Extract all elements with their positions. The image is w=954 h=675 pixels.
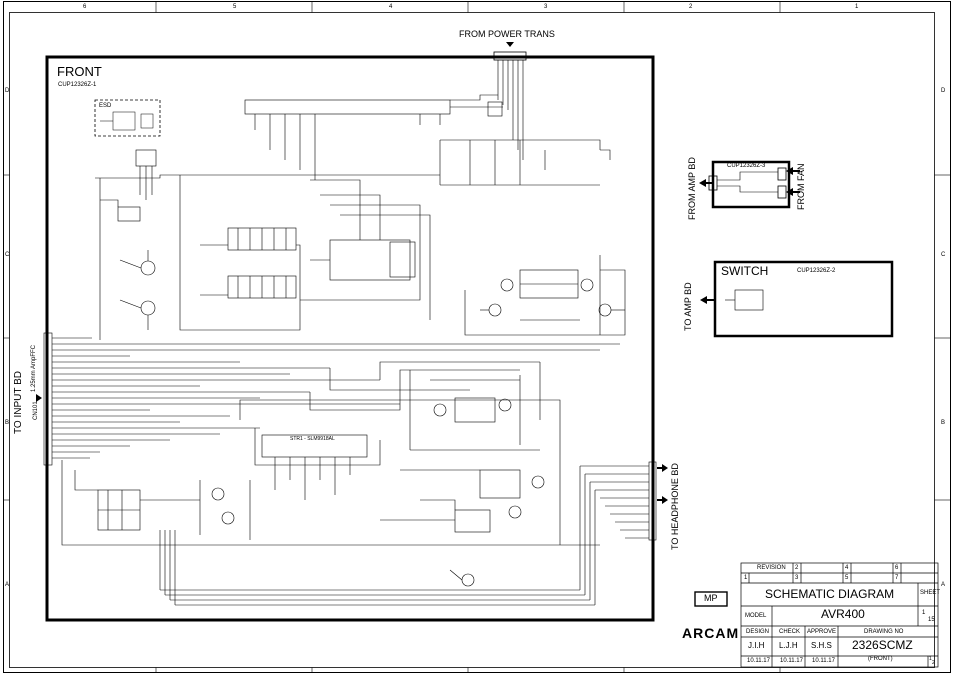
sheet-number: 1	[922, 610, 926, 616]
model-label: MODEL	[745, 613, 767, 619]
to-input-bd-label: TO INPUT BD	[13, 371, 24, 434]
approve-label: APPROVE	[807, 629, 837, 635]
revision-label: REVISION	[757, 565, 786, 571]
front-title: FRONT	[57, 64, 102, 79]
column-index-4: 4	[389, 4, 393, 10]
from-amp-bd-label: FROM AMP BD	[687, 157, 697, 220]
brand-logo: ARCAM	[682, 625, 740, 641]
mp-box	[694, 591, 728, 607]
sheet-total: 15	[928, 617, 935, 623]
drawing-number: 2326SCMZ	[852, 638, 913, 652]
page-index-a: 1	[929, 656, 932, 662]
drawing-subtitle: (FRONT)	[868, 656, 893, 662]
revision-1: 1	[744, 575, 748, 581]
from-power-trans-label: FROM POWER TRANS	[459, 29, 555, 39]
esd-box	[94, 99, 161, 137]
revision-2: 2	[795, 565, 799, 571]
row-index-a-right: A	[941, 582, 946, 588]
page-index-b: 2	[932, 660, 935, 666]
check-value: L.J.H	[779, 641, 798, 650]
revision-6: 6	[895, 565, 899, 571]
to-headphone-bd-label: TO HEADPHONE BD	[670, 463, 680, 550]
check-label: CHECK	[779, 629, 801, 635]
switch-part-number: CUP12326Z-2	[797, 268, 836, 274]
design-value: J.I.H	[748, 641, 765, 650]
column-index-1: 1	[855, 4, 859, 10]
column-index-2: 2	[689, 4, 693, 10]
drawing-no-label: DRAWING NO	[864, 629, 904, 635]
title-block-grid	[740, 562, 939, 668]
row-index-a-left: A	[5, 582, 10, 588]
to-amp-bd-label: TO AMP BD	[683, 282, 693, 331]
design-label: DESIGN	[746, 629, 770, 635]
design-date: 10.11.17	[747, 658, 770, 664]
column-index-3: 3	[544, 4, 548, 10]
revision-5: 5	[845, 575, 849, 581]
check-date: 10.11.17	[780, 658, 803, 664]
switch-board	[713, 260, 894, 338]
mp-label: MP	[704, 593, 718, 603]
approve-value: S.H.S	[811, 641, 832, 650]
row-index-b-right: B	[941, 420, 946, 426]
revision-3: 3	[795, 575, 799, 581]
row-index-b-left: B	[5, 420, 10, 426]
model-value: AVR400	[821, 607, 865, 621]
connector-arrows	[36, 42, 793, 504]
revision-4: 4	[845, 565, 849, 571]
column-index-5: 5	[233, 4, 237, 10]
revision-7: 7	[895, 575, 899, 581]
front-circuit	[43, 94, 657, 606]
sheet-label: SHEET	[920, 590, 941, 596]
diagram-title: SCHEMATIC DIAGRAM	[765, 587, 895, 601]
front-board-outline	[45, 55, 655, 622]
row-index-c-right: C	[941, 252, 946, 258]
approve-date: 10.11.17	[812, 658, 835, 664]
input-cable-spec: 1.25mm AmpFFC	[31, 344, 37, 392]
row-index-d-right: D	[941, 88, 946, 94]
power-trans-connector	[493, 51, 527, 160]
ic-str1-label: STR1 - SLM9918AL	[290, 436, 335, 442]
from-fan-label: FROM FAN	[796, 163, 806, 211]
drawing-border	[3, 1, 951, 673]
cn101-label: CN101	[33, 401, 39, 420]
row-index-d-left: D	[5, 88, 10, 94]
row-index-c-left: C	[5, 252, 10, 258]
esd-label: ESD	[99, 103, 112, 109]
switch-title: SWITCH	[721, 264, 769, 278]
column-index-6: 6	[83, 4, 87, 10]
front-part-number: CUP12326Z-1	[58, 82, 97, 88]
fan-board-part-number: CUP12326Z-3	[727, 163, 766, 169]
